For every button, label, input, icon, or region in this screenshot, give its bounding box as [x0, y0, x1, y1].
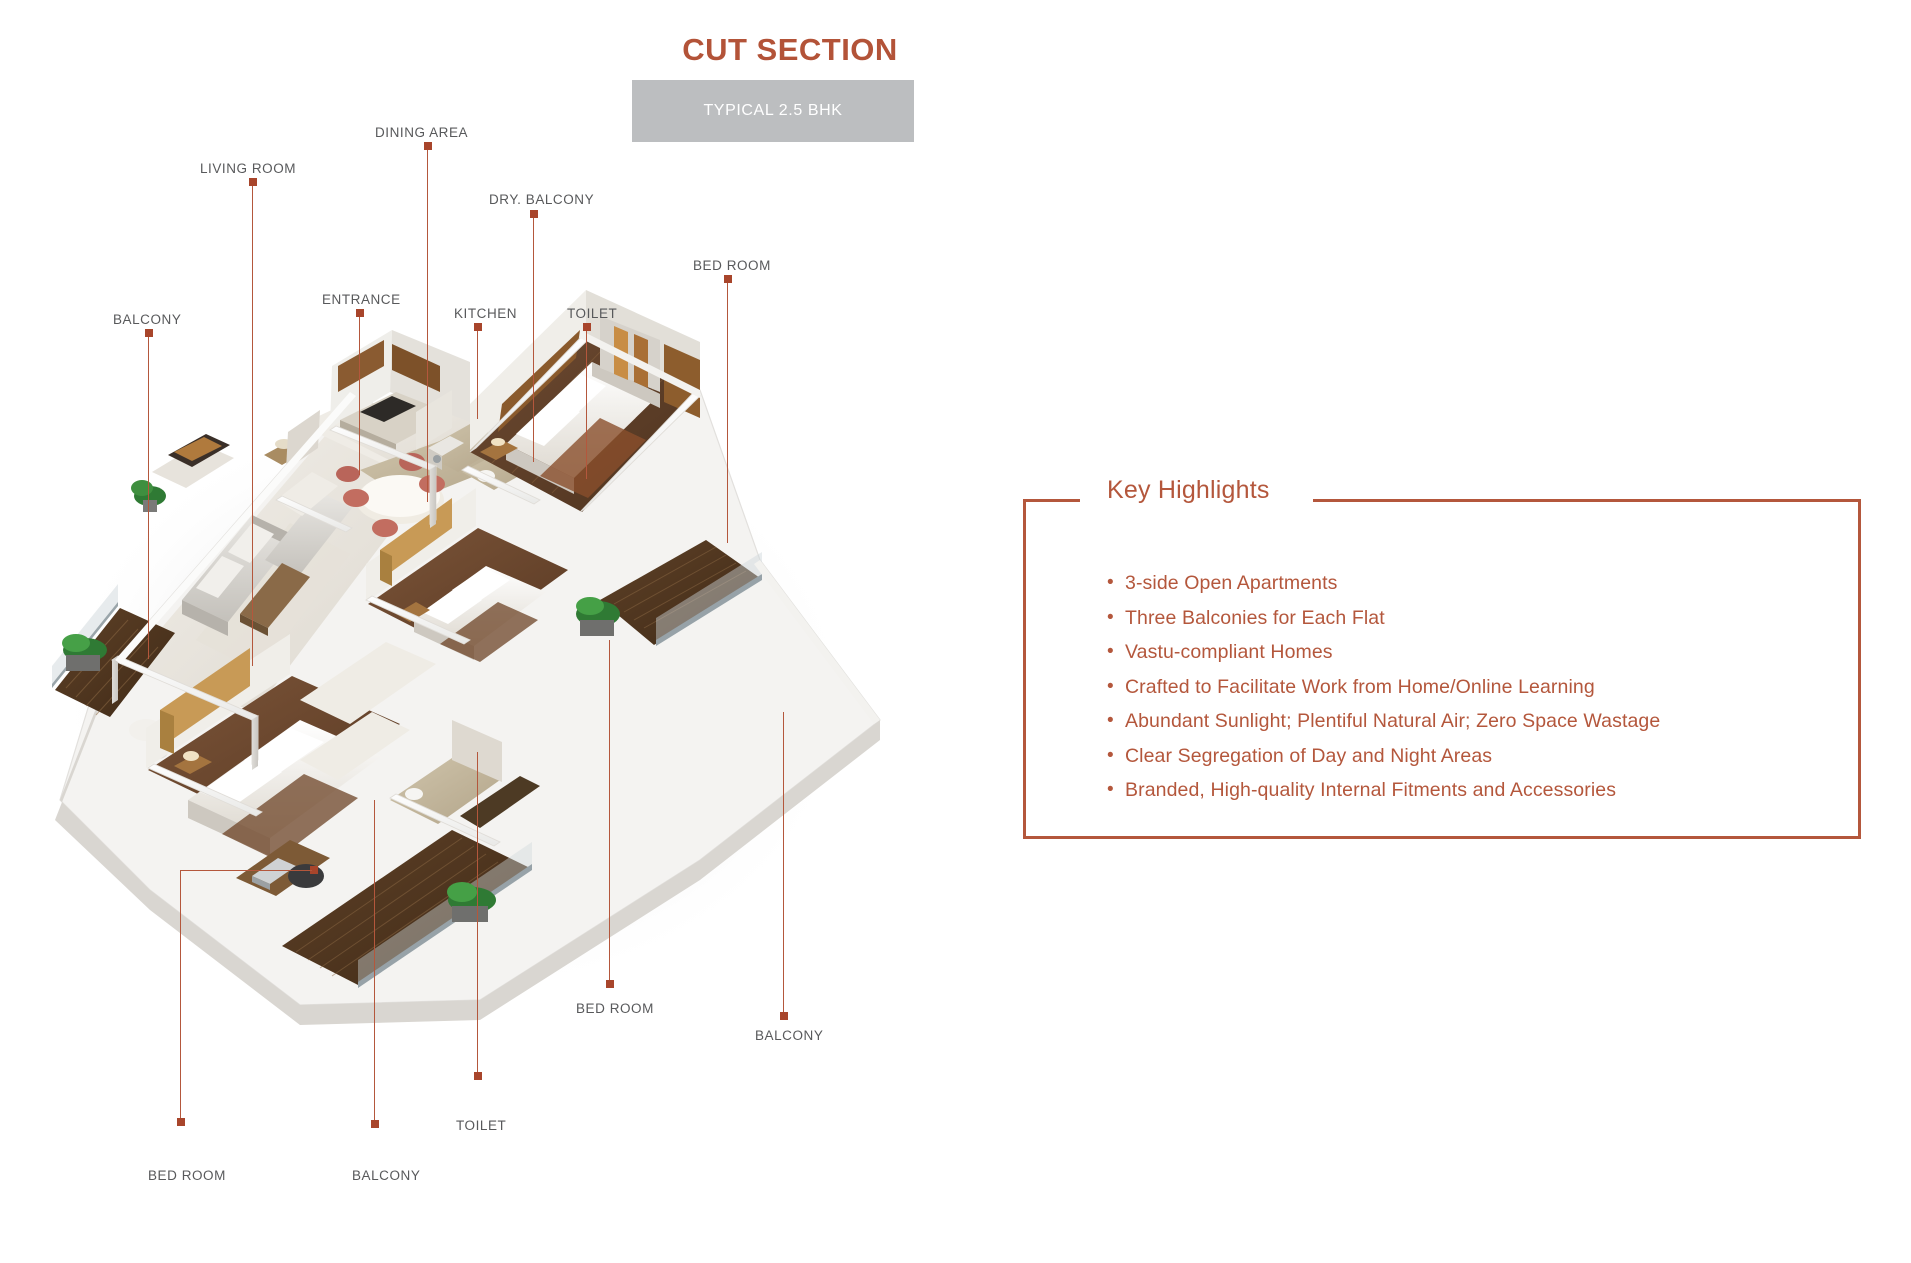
callout-label: LIVING ROOM	[200, 161, 297, 176]
key-highlights-title: Key Highlights	[1107, 476, 1270, 504]
callout-marker	[424, 142, 432, 150]
callout-marker	[145, 329, 153, 337]
callout-marker	[177, 1118, 185, 1126]
leader-line	[477, 331, 479, 419]
page-title: CUT SECTION	[682, 32, 898, 67]
highlight-item: Branded, High-quality Internal Fitments …	[1107, 773, 1660, 808]
highlight-item: Three Balconies for Each Flat	[1107, 601, 1660, 636]
callout-label: BED ROOM	[576, 1001, 654, 1016]
highlight-item: Vastu-compliant Homes	[1107, 635, 1660, 670]
leader-line	[148, 337, 150, 659]
leader-line	[783, 712, 785, 1012]
callout-marker	[474, 323, 482, 331]
highlight-item: Crafted to Facilitate Work from Home/Onl…	[1107, 670, 1660, 705]
leader-line	[180, 870, 182, 1118]
callout-marker	[371, 1120, 379, 1128]
highlight-item: Clear Segregation of Day and Night Areas	[1107, 739, 1660, 774]
highlight-item: 3-side Open Apartments	[1107, 566, 1660, 601]
callout-marker	[474, 1072, 482, 1080]
leader-line	[533, 218, 535, 462]
callout-label: BED ROOM	[148, 1168, 226, 1183]
callout-label: BED ROOM	[693, 258, 771, 273]
panel-border-right	[1858, 499, 1861, 839]
leader-line	[374, 800, 376, 1120]
leader-line	[727, 283, 729, 543]
leader-line	[359, 317, 361, 475]
callout-label: BALCONY	[113, 312, 182, 327]
leader-line	[252, 186, 254, 666]
callout-marker	[583, 323, 591, 331]
callout-label: DINING AREA	[375, 125, 469, 140]
callout-label: BALCONY	[755, 1028, 824, 1043]
callout-label: KITCHEN	[454, 306, 518, 321]
outer-walls	[115, 330, 880, 724]
callout-marker	[530, 210, 538, 218]
floor-plan-illustration: BALCONY LIVING ROOM ENTRANCE DINING AREA…	[0, 0, 920, 1263]
zone-balcony-bottom	[282, 830, 532, 988]
callout-marker	[356, 309, 364, 317]
zone-corridor	[300, 642, 436, 780]
callout-marker	[724, 275, 732, 283]
callout-marker	[249, 178, 257, 186]
panel-border-bottom	[1023, 836, 1861, 839]
callout-marker	[780, 1012, 788, 1020]
leader-line	[586, 331, 588, 479]
zone-bedroom-top-right	[470, 290, 700, 512]
callout-marker	[310, 866, 318, 874]
callout-label: BALCONY	[352, 1168, 421, 1183]
callout-marker	[606, 980, 614, 988]
panel-border-left	[1023, 499, 1026, 839]
highlight-item: Abundant Sunlight; Plentiful Natural Air…	[1107, 704, 1660, 739]
leader-line	[477, 752, 479, 1072]
subtitle-text: TYPICAL 2.5 BHK	[703, 102, 843, 119]
callout-label: TOILET	[456, 1118, 507, 1133]
callout-label: DRY. BALCONY	[489, 192, 595, 207]
header: CUT SECTION TYPICAL 2.5 BHK	[0, 0, 1911, 160]
floor-plan-render-svg	[52, 290, 881, 1025]
zone-balcony-bottom-right	[576, 540, 762, 646]
leader-line	[609, 640, 611, 980]
key-highlights-panel: Key Highlights 3-side Open Apartments Th…	[1023, 476, 1861, 839]
zone-balcony-left	[52, 584, 175, 759]
callout-label: TOILET	[567, 306, 618, 321]
key-highlights-list: 3-side Open Apartments Three Balconies f…	[1107, 566, 1660, 808]
partition-walls	[111, 335, 701, 847]
callout-label: ENTRANCE	[322, 292, 401, 307]
subtitle-band: TYPICAL 2.5 BHK	[632, 80, 914, 142]
leader-line	[427, 150, 429, 502]
panel-border-top-left-segment	[1023, 499, 1080, 502]
partition-walls-side	[112, 466, 436, 770]
panel-border-top-right-segment	[1313, 499, 1861, 502]
leader-line-horizontal	[180, 870, 312, 872]
